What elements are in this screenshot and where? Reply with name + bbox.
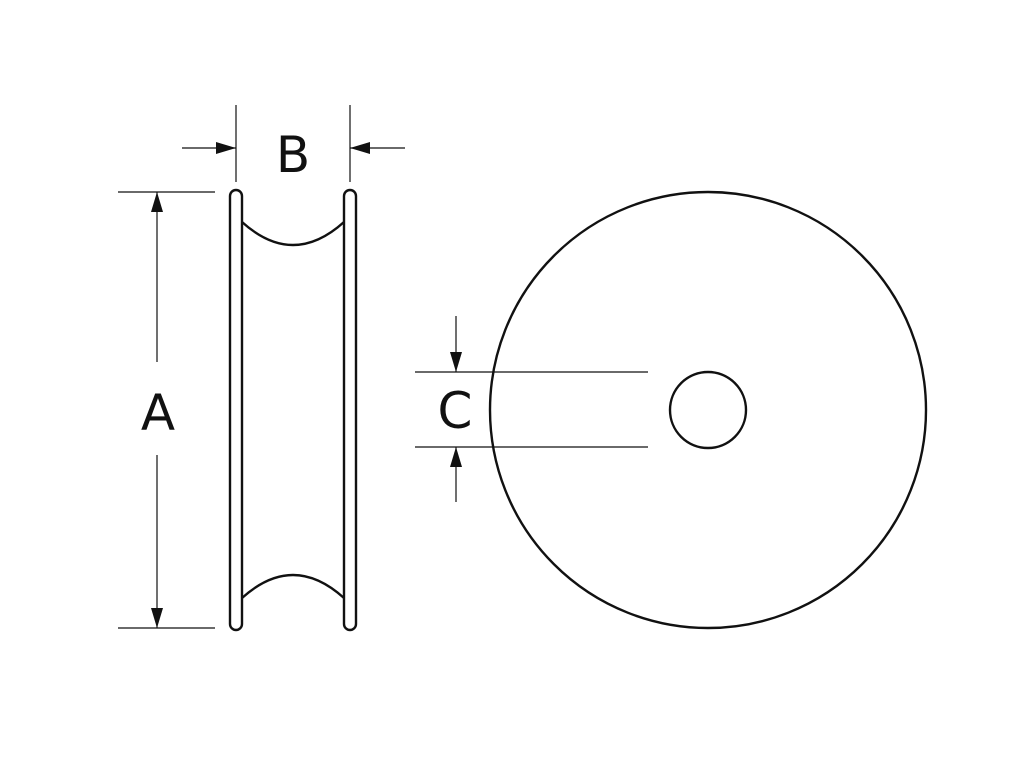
label-a: A (141, 384, 175, 442)
dimension-b: B (182, 105, 405, 184)
dimension-a: A (118, 191, 215, 629)
sheave-front-view (488, 190, 928, 630)
sheave-side-view (228, 188, 358, 632)
bore-hole (668, 370, 748, 450)
flange-right (342, 188, 358, 632)
groove-top (241, 221, 345, 247)
flange-left (228, 188, 244, 632)
label-c: C (438, 382, 473, 440)
label-b: B (276, 126, 310, 184)
groove-bottom (241, 573, 345, 599)
dimension-c: C (415, 316, 648, 502)
